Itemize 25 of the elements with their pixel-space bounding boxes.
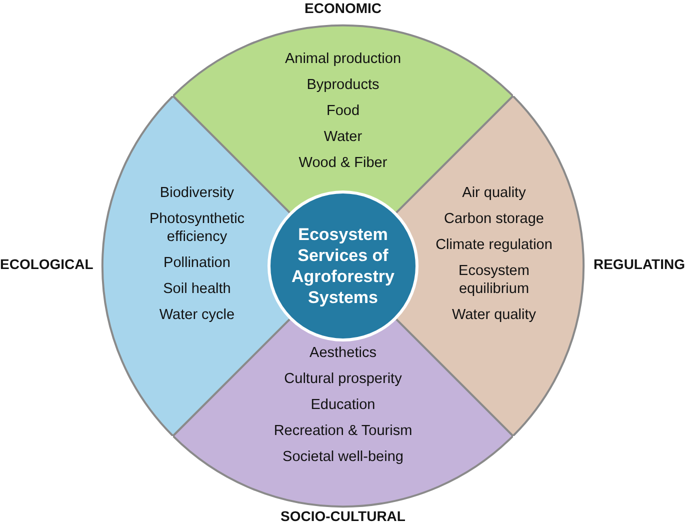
list-item: Wood & Fiber <box>298 154 388 172</box>
list-item: Photosynthetic efficiency <box>148 210 246 246</box>
list-item: Pollination <box>164 254 230 272</box>
sector-heading: REGULATING <box>593 256 685 272</box>
list-item: Animal production <box>284 50 402 68</box>
sector-heading: ECONOMIC <box>304 0 382 16</box>
sector-heading: SOCIO-CULTURAL <box>280 508 406 524</box>
list-item: Societal well-being <box>282 448 404 466</box>
list-item: Water cycle <box>159 306 235 324</box>
list-item: Carbon storage <box>444 210 544 228</box>
list-item: Recreation & Tourism <box>274 422 412 440</box>
sector-heading: ECOLOGICAL <box>0 256 94 272</box>
list-item: Soil health <box>163 280 231 298</box>
list-item: Cultural prosperity <box>284 370 402 388</box>
center-title: Ecosystem Services of Agroforestry Systems <box>290 224 396 308</box>
list-item: Byproducts <box>306 76 380 94</box>
list-item: Water <box>324 128 362 146</box>
list-item: Biodiversity <box>160 184 234 202</box>
list-item: Climate regulation <box>436 236 552 254</box>
list-item: Education <box>310 396 376 414</box>
list-item: Ecosystem equilibrium <box>458 262 530 298</box>
list-item: Aesthetics <box>310 344 376 362</box>
list-item: Food <box>326 102 360 120</box>
list-item: Water quality <box>452 306 536 324</box>
list-item: Air quality <box>462 184 526 202</box>
